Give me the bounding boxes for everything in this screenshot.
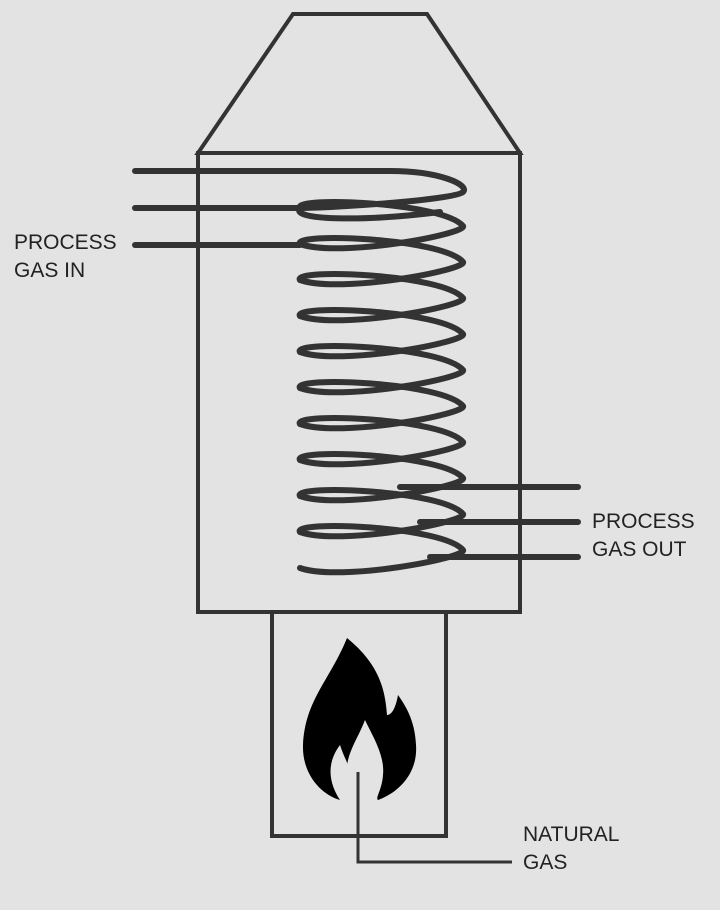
coil-turn [296, 451, 467, 504]
process-gas-out-label: PROCESS GAS OUT [592, 508, 695, 564]
flame-icon [302, 638, 417, 800]
process-gas-in-label: PROCESS GAS IN [14, 229, 117, 285]
furnace-hood [194, 12, 524, 155]
coil-turn [296, 379, 467, 432]
coil-turn [296, 307, 467, 360]
coil-turn [296, 205, 443, 222]
natural-gas-label: NATURAL GAS [523, 821, 619, 877]
coil-turn [296, 271, 467, 324]
label-line: GAS IN [14, 259, 86, 282]
coil-turn [296, 487, 467, 540]
label-line: PROCESS [14, 231, 117, 254]
label-line: GAS OUT [592, 538, 687, 561]
coil-turn [296, 199, 467, 252]
coil-turn [296, 235, 467, 288]
natural-gas-line [356, 772, 512, 864]
label-line: GAS [523, 851, 568, 874]
coil-turn [296, 343, 467, 396]
label-line: NATURAL [523, 823, 620, 846]
coil-turn [296, 415, 467, 468]
coil-inlet-strand [132, 168, 468, 211]
coil-turn [296, 523, 467, 576]
heating-coil [132, 168, 581, 576]
label-line: PROCESS [592, 510, 695, 533]
